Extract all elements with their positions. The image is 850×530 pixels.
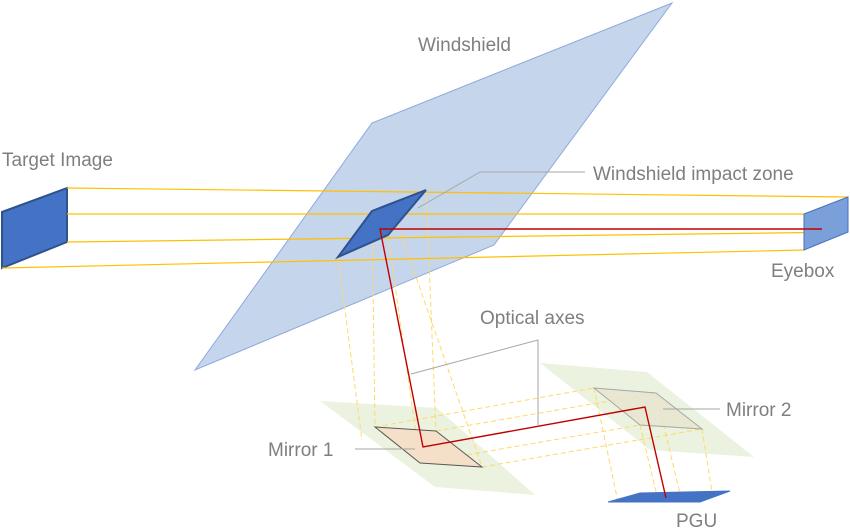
optical-axes-label: Optical axes	[480, 308, 585, 329]
pgu	[607, 490, 731, 503]
optical-axis	[379, 228, 822, 499]
windshield-impact-zone	[334, 189, 427, 260]
windshield-label: Windshield	[418, 35, 511, 56]
mirror2	[592, 387, 704, 430]
mirror2-label: Mirror 2	[726, 400, 791, 421]
target-image-label: Target Image	[2, 150, 113, 171]
pgu-label: PGU	[676, 511, 717, 530]
target-image	[0, 186, 68, 270]
windshield-plane	[193, 1, 674, 372]
impact-zone-label: Windshield impact zone	[593, 164, 794, 185]
ray-bundle	[1, 187, 849, 269]
eyebox	[803, 196, 849, 251]
mirror1	[373, 426, 484, 468]
mirror1-label: Mirror 1	[268, 440, 333, 461]
eyebox-label: Eyebox	[771, 261, 835, 282]
optical-axes-callout	[410, 339, 539, 426]
impact-zone-callout	[417, 171, 585, 209]
